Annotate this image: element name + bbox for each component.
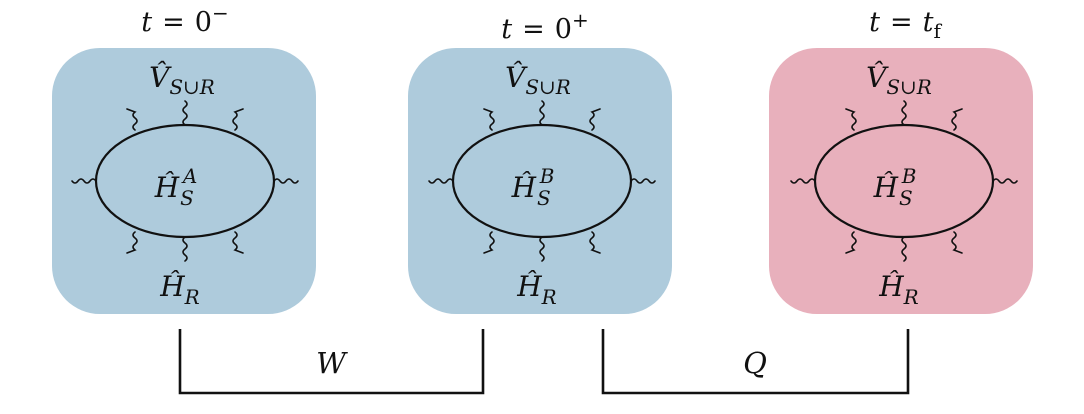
box-final — [769, 48, 1033, 314]
squiggle-bottom-left — [483, 231, 495, 254]
bath-coupling-squiggles-final — [790, 100, 1018, 262]
squiggle-left — [790, 178, 816, 184]
squiggle-bottom — [539, 236, 545, 262]
squiggle-bottom-right — [951, 231, 963, 254]
heat-bracket-line — [601, 329, 910, 395]
squiggle-top-left — [126, 108, 138, 131]
coupling-label-initial: V̂S∪R — [149, 61, 215, 99]
squiggle-left — [428, 178, 454, 184]
system-hamiltonian-label-initial: ĤSA — [154, 164, 198, 210]
squiggle-top-right — [951, 108, 963, 131]
reservoir-label-quench: ĤR — [516, 270, 556, 309]
time-label-quench: t=0+ — [501, 8, 588, 45]
squiggle-bottom — [182, 236, 188, 262]
squiggle-right — [992, 178, 1018, 184]
squiggle-top-right — [232, 108, 244, 131]
heat-label: Q — [743, 346, 767, 380]
heat-bracket: Q — [601, 329, 910, 395]
system-hamiltonian-label-quench: ĤSB — [511, 164, 555, 210]
squiggle-top — [539, 100, 545, 126]
coupling-label-quench: V̂S∪R — [505, 61, 571, 99]
squiggle-top-left — [483, 108, 495, 131]
box-quench — [408, 48, 672, 314]
system-hamiltonian-label-final: ĤSB — [873, 164, 917, 210]
time-label-initial: t=0− — [141, 1, 228, 38]
work-bracket-line — [178, 329, 485, 395]
reservoir-label-final: ĤR — [878, 270, 918, 309]
panel-final: t=tf V̂S∪R ĤSB ĤR — [769, 7, 1033, 314]
bath-coupling-squiggles-initial — [71, 100, 299, 262]
squiggle-bottom-left — [845, 231, 857, 254]
squiggle-left — [71, 178, 97, 184]
squiggle-bottom-right — [589, 231, 601, 254]
time-label-final: t=tf — [869, 7, 942, 43]
squiggle-top-left — [845, 108, 857, 131]
squiggle-bottom-right — [232, 231, 244, 254]
panel-quench: t=0+ V̂S∪R ĤSB ĤR — [408, 8, 672, 314]
squiggle-top — [901, 100, 907, 126]
bath-coupling-squiggles-quench — [428, 100, 656, 262]
squiggle-bottom-left — [126, 231, 138, 254]
squiggle-top-right — [589, 108, 601, 131]
work-label: W — [316, 346, 348, 380]
box-initial — [52, 48, 316, 314]
work-bracket: W — [178, 329, 485, 395]
reservoir-label-initial: ĤR — [159, 270, 199, 309]
squiggle-bottom — [901, 236, 907, 262]
squiggle-right — [273, 178, 299, 184]
panel-initial: t=0− V̂S∪R ĤSA ĤR — [52, 1, 316, 314]
squiggle-top — [182, 100, 188, 126]
coupling-label-final: V̂S∪R — [866, 61, 932, 99]
squiggle-right — [630, 178, 656, 184]
